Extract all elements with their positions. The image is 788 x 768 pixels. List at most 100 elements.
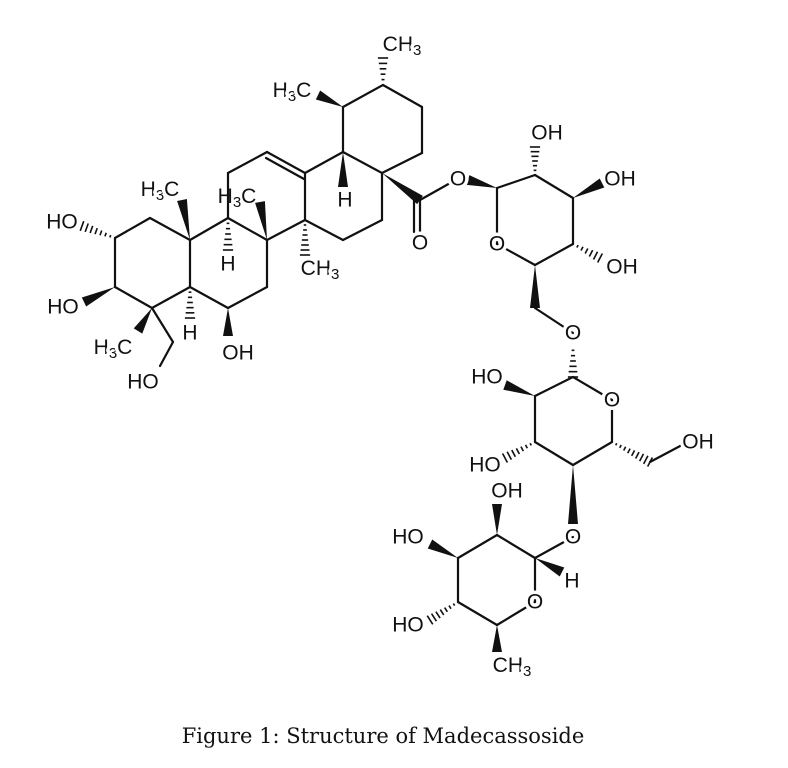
atom-label-ho: HO — [392, 526, 424, 549]
single-bond — [188, 285, 230, 310]
single-bond — [533, 306, 575, 335]
wedge-bond — [223, 308, 233, 336]
atom-label-h: H — [220, 253, 235, 276]
hashed-bond — [430, 613, 438, 622]
hashed-bond — [89, 225, 94, 234]
atom-label-oh: OH — [531, 122, 563, 145]
wedge-bond — [503, 380, 535, 396]
single-bond — [303, 218, 345, 242]
hashed-bond — [515, 447, 521, 455]
hashed-bond — [94, 227, 98, 235]
atom-label-oh: OH — [606, 256, 638, 279]
atom-label-h: H — [182, 322, 197, 345]
single-bond — [188, 216, 230, 242]
atom-label-h3c: H3C — [218, 185, 257, 211]
single-bond — [533, 173, 575, 200]
hashed-bond — [426, 615, 434, 625]
single-bond — [113, 216, 152, 240]
atom-label-h3c: H3C — [141, 178, 180, 204]
atom-label-h: H — [337, 189, 352, 212]
wedge-bond — [492, 625, 502, 652]
hashed-bond — [642, 455, 649, 465]
single-bond — [495, 173, 537, 190]
hashed-bond — [615, 442, 618, 446]
atom-label-h3c: H3C — [94, 336, 133, 362]
madecassoside-structure: HO HO H3C H H OH H3C HO H3C CH3 H H3C CH… — [43, 29, 718, 683]
hashed-bond — [109, 234, 112, 238]
single-bond — [226, 285, 269, 310]
atom-label-h: H — [564, 570, 579, 593]
hashed-bond — [584, 248, 589, 254]
atom-label-ch3: CH3 — [301, 257, 340, 283]
single-bond — [648, 443, 684, 464]
single-bond — [158, 340, 175, 368]
atom-label-o: O — [604, 389, 620, 412]
hashed-bond — [84, 223, 89, 233]
atom-label-oh: OH — [682, 431, 714, 454]
hashed-bond — [596, 253, 604, 263]
wedge-bond — [568, 465, 578, 524]
hashed-bond — [588, 249, 594, 257]
hashed-bond — [501, 453, 509, 463]
hashed-bond — [638, 453, 645, 462]
atom-label-oh: OH — [604, 168, 636, 191]
atom-label-ch3: CH3 — [493, 654, 532, 680]
atom-label-oh: OH — [491, 480, 523, 503]
hashed-bond — [520, 446, 525, 452]
single-bond — [150, 285, 192, 310]
wedge-bond — [177, 199, 190, 240]
hashed-bond — [524, 444, 529, 449]
single-bond — [456, 600, 499, 627]
atom-label-ho: HO — [47, 296, 79, 319]
wedge-bond — [535, 558, 565, 577]
hashed-bond — [576, 244, 579, 248]
atom-label-h3c: H3C — [273, 79, 312, 105]
single-bond — [341, 150, 384, 175]
wedge-bond — [573, 178, 605, 198]
single-bond — [571, 375, 614, 402]
atom-label-ho: HO — [127, 371, 159, 394]
hashed-bond — [452, 603, 456, 607]
atom-label-ho: HO — [46, 211, 78, 234]
single-bond — [226, 150, 269, 175]
wedge-bond — [338, 152, 348, 187]
bonds — [79, 57, 684, 652]
single-bond — [571, 440, 614, 467]
hashed-bond — [622, 446, 627, 451]
hashed-bond — [506, 451, 513, 461]
wedge-bond — [466, 175, 497, 188]
single-bond — [150, 306, 175, 344]
single-bond — [113, 285, 154, 310]
hashed-bond — [630, 449, 636, 457]
single-bond — [533, 242, 575, 267]
single-bond — [456, 533, 499, 560]
single-bond — [341, 218, 384, 242]
hashed-bond — [580, 246, 584, 251]
figure-caption: Figure 1: Structure of Madecassoside — [181, 724, 585, 748]
single-bond — [341, 83, 385, 109]
single-bond — [495, 600, 537, 627]
hashed-bond — [634, 451, 640, 459]
atom-label-o: O — [527, 591, 543, 614]
hashed-bond — [443, 607, 449, 613]
single-bond — [381, 83, 424, 109]
single-bond — [265, 150, 307, 175]
hashed-bond — [448, 605, 452, 610]
single-bond — [303, 150, 345, 175]
hashed-bond — [626, 448, 631, 454]
wedge-bond — [133, 308, 152, 334]
atom-labels: HO HO H3C H H OH H3C HO H3C CH3 H H3C CH… — [43, 29, 718, 683]
single-bond — [148, 216, 192, 242]
wedge-bond — [427, 539, 458, 558]
wedge-bond — [492, 504, 502, 535]
single-bond — [495, 242, 537, 267]
single-bond — [533, 535, 575, 560]
wedge-bond — [315, 90, 343, 107]
atom-label-o: O — [565, 322, 581, 345]
atom-label-o: O — [489, 233, 505, 256]
single-bond — [264, 156, 306, 181]
single-bond — [226, 216, 269, 242]
wedge-bond — [81, 287, 115, 307]
hashed-bond — [618, 444, 622, 449]
hashed-bond — [592, 251, 599, 260]
